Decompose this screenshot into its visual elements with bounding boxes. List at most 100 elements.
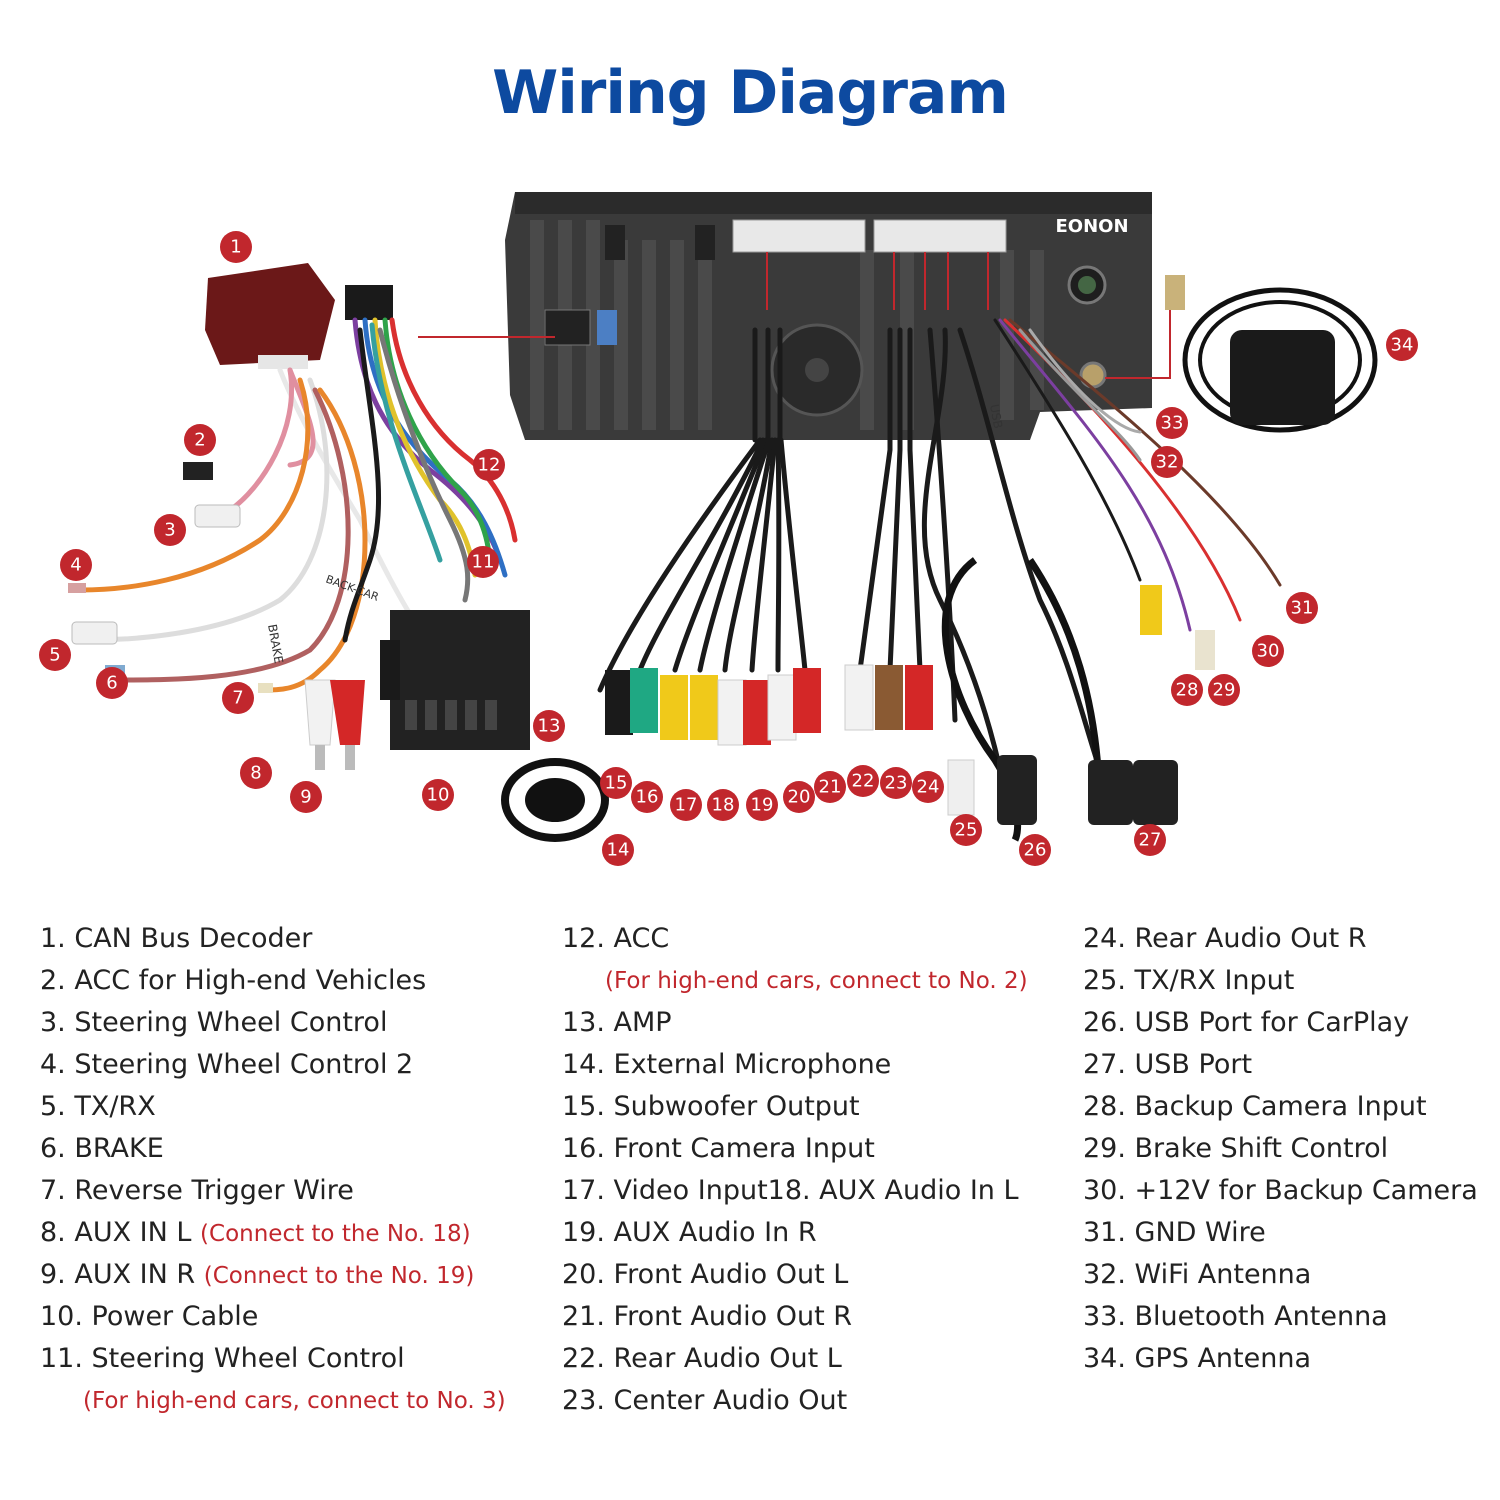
number-badge-label: 25 (955, 820, 978, 841)
number-badge-label: 23 (885, 773, 908, 794)
legend-item: 23. Center Audio Out (562, 1380, 1028, 1422)
number-badge (746, 789, 778, 821)
can-bus-decoder (205, 263, 335, 369)
number-badge-label: 2 (194, 430, 205, 451)
legend-item-label: 26. USB Port for CarPlay (1083, 1007, 1410, 1038)
number-badge-label: 19 (751, 795, 774, 816)
number-badge-label: 26 (1024, 840, 1047, 861)
harness-plug (345, 285, 393, 320)
legend-note: (For high-end cars, connect to No. 3) (83, 1388, 506, 1414)
number-badge-label: 11 (472, 552, 495, 573)
legend-item: 6. BRAKE (40, 1128, 506, 1170)
legend-item-label: 16. Front Camera Input (562, 1133, 875, 1164)
number-badge (847, 765, 879, 797)
number-badge-label: 30 (1257, 641, 1280, 662)
gps-antenna (1165, 275, 1378, 433)
number-badge-label: 20 (788, 787, 811, 808)
number-badge-label: 31 (1291, 598, 1314, 619)
legend-item-label: 1. CAN Bus Decoder (40, 923, 313, 954)
number-badge (600, 767, 632, 799)
number-badge (533, 710, 565, 742)
legend-item: 5. TX/RX (40, 1086, 506, 1128)
legend-item-label: 9. AUX IN R (40, 1259, 204, 1290)
legend-item: 33. Bluetooth Antenna (1083, 1296, 1478, 1338)
legend-item-label: 23. Center Audio Out (562, 1385, 848, 1416)
number-badge (60, 549, 92, 581)
number-badge (422, 779, 454, 811)
legend-item: 11. Steering Wheel Control (40, 1338, 506, 1380)
legend-item-label: 27. USB Port (1083, 1049, 1253, 1080)
number-badge-label: 13 (538, 716, 561, 737)
number-badge (222, 682, 254, 714)
number-badge (154, 514, 186, 546)
number-badge (1134, 824, 1166, 856)
number-badge (1171, 674, 1203, 706)
number-badge (184, 424, 216, 456)
legend-item: 1. CAN Bus Decoder (40, 918, 506, 960)
legend-item-label: 7. Reverse Trigger Wire (40, 1175, 354, 1206)
number-badge (631, 781, 663, 813)
legend-item-label: 12. ACC (562, 923, 670, 954)
legend-item-label: 21. Front Audio Out R (562, 1301, 853, 1332)
legend-item: 2. ACC for High-end Vehicles (40, 960, 506, 1002)
number-badge (473, 449, 505, 481)
legend-item: 30. +12V for Backup Camera (1083, 1170, 1478, 1212)
usb-cable-label: USB (987, 403, 1005, 430)
number-badge (96, 667, 128, 699)
number-badge-label: 15 (605, 773, 628, 794)
legend-item: 19. AUX Audio In R (562, 1212, 1028, 1254)
legend-item: 16. Front Camera Input (562, 1128, 1028, 1170)
back-car-cable-label: BACK-CAR (324, 573, 381, 604)
number-badge (240, 757, 272, 789)
number-badge (1156, 407, 1188, 439)
legend-item: 13. AMP (562, 1002, 1028, 1044)
number-badge-label: 16 (636, 787, 659, 808)
number-badge (814, 771, 846, 803)
legend-item: 15. Subwoofer Output (562, 1086, 1028, 1128)
legend-item-label: 33. Bluetooth Antenna (1083, 1301, 1388, 1332)
number-badge (1208, 674, 1240, 706)
legend-item-label: 10. Power Cable (40, 1301, 259, 1332)
aux-rca-plugs (304, 679, 365, 770)
legend-item: 31. GND Wire (1083, 1212, 1478, 1254)
legend-item: 9. AUX IN R (Connect to the No. 19) (40, 1254, 506, 1296)
number-badge-label: 32 (1156, 452, 1179, 473)
number-badge-label: 28 (1176, 680, 1199, 701)
legend-item-label: 3. Steering Wheel Control (40, 1007, 388, 1038)
number-badge-label: 8 (250, 763, 261, 784)
number-badge-label: 5 (49, 645, 60, 666)
external-microphone (501, 758, 609, 842)
number-badge (1386, 329, 1418, 361)
legend-item-label: 24. Rear Audio Out R (1083, 923, 1367, 954)
legend-item: 14. External Microphone (562, 1044, 1028, 1086)
legend-item-label: 13. AMP (562, 1007, 672, 1038)
legend-item: 8. AUX IN L (Connect to the No. 18) (40, 1212, 506, 1254)
legend-item-label: 2. ACC for High-end Vehicles (40, 965, 427, 996)
legend-note: (For high-end cars, connect to No. 2) (605, 968, 1028, 994)
legend-item-label: 29. Brake Shift Control (1083, 1133, 1389, 1164)
legend-item: 26. USB Port for CarPlay (1083, 1002, 1478, 1044)
legend-item: 7. Reverse Trigger Wire (40, 1170, 506, 1212)
number-badge-label: 29 (1213, 680, 1236, 701)
legend-item-label: 28. Backup Camera Input (1083, 1091, 1427, 1122)
legend-item: 28. Backup Camera Input (1083, 1086, 1478, 1128)
legend-item: 25. TX/RX Input (1083, 960, 1478, 1002)
legend-item: 21. Front Audio Out R (562, 1296, 1028, 1338)
number-badge-label: 33 (1161, 413, 1184, 434)
legend-item: 12. ACC (562, 918, 1028, 960)
legend-item: 22. Rear Audio Out L (562, 1338, 1028, 1380)
usb-cables (941, 557, 1178, 842)
number-badge-label: 22 (852, 771, 875, 792)
number-badge (467, 546, 499, 578)
number-badge-label: 1 (230, 237, 241, 258)
legend-item: 3. Steering Wheel Control (40, 1002, 506, 1044)
legend-item: 10. Power Cable (40, 1296, 506, 1338)
legend-column-2: 12. ACC (For high-end cars, connect to No… (562, 918, 1028, 1422)
legend-item-label: 5. TX/RX (40, 1091, 156, 1122)
number-badge-label: 14 (607, 840, 630, 861)
legend-item: 4. Steering Wheel Control 2 (40, 1044, 506, 1086)
legend-column-1: 1. CAN Bus Decoder 2. ACC for High-end Ve… (40, 918, 506, 1422)
number-badge (880, 767, 912, 799)
number-badge (602, 834, 634, 866)
legend-item-label: 34. GPS Antenna (1083, 1343, 1311, 1374)
